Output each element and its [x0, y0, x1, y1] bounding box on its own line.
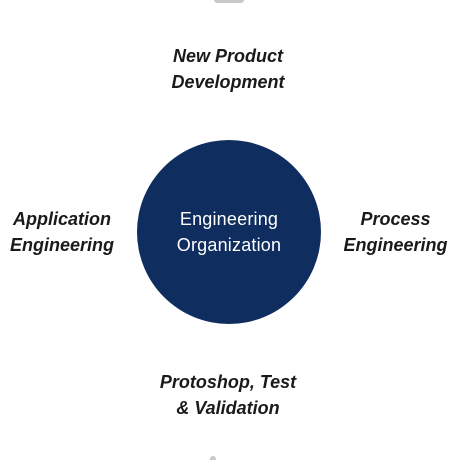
node-left-line1: Application — [13, 209, 111, 229]
cropped-shape-top — [214, 0, 244, 3]
center-circle-text: Engineering Organization — [177, 206, 281, 258]
cropped-shape-bottom — [210, 456, 216, 460]
node-new-product-development: New Product Development — [128, 43, 328, 95]
center-circle-engineering-organization: Engineering Organization — [137, 140, 321, 324]
node-protoshop-test-validation: Protoshop, Test & Validation — [128, 369, 328, 421]
node-right-line2: Engineering — [343, 235, 448, 255]
center-line2: Organization — [176, 235, 282, 255]
node-left-line2: Engineering — [9, 235, 114, 255]
node-right-line1: Process — [360, 209, 431, 229]
node-bottom-line1: Protoshop, Test — [159, 372, 297, 392]
node-application-engineering: Application Engineering — [0, 206, 124, 258]
node-top-line2: Development — [171, 72, 285, 92]
node-top-line1: New Product — [172, 46, 283, 66]
node-process-engineering: Process Engineering — [334, 206, 457, 258]
center-line1: Engineering — [179, 209, 279, 229]
node-bottom-line2: & Validation — [176, 398, 280, 418]
